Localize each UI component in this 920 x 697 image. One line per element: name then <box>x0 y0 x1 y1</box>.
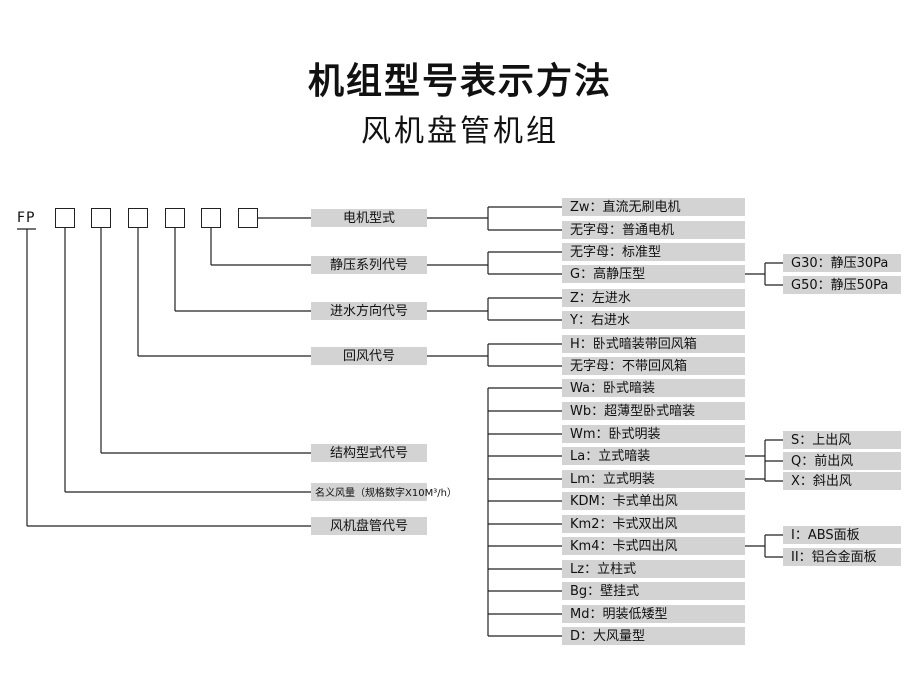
option-structure: Km2：卡式双出风 <box>562 515 745 533</box>
option-structure: Md：明装低矮型 <box>562 605 745 623</box>
option-panel: II：铝合金面板 <box>783 548 901 566</box>
option-panel: I：ABS面板 <box>783 526 901 544</box>
option-outlet: S：上出风 <box>783 431 901 449</box>
option-water: Z：左进水 <box>562 289 745 307</box>
category-pressure: 静压系列代号 <box>311 256 427 274</box>
option-structure: Lz：立柱式 <box>562 560 745 578</box>
option-return-air: H：卧式暗装带回风箱 <box>562 335 745 353</box>
option-pressure: G：高静压型 <box>562 265 745 283</box>
fp-prefix: FP <box>17 210 36 226</box>
category-structure: 结构型式代号 <box>311 444 427 462</box>
option-structure: Wa：卧式暗装 <box>562 379 745 397</box>
code-slot-4 <box>165 208 185 228</box>
option-structure: La：立式暗装 <box>562 447 745 465</box>
category-water: 进水方向代号 <box>311 302 427 320</box>
option-water: Y：右进水 <box>562 311 745 329</box>
option-outlet: X：斜出风 <box>783 472 901 490</box>
option-structure: D：大风量型 <box>562 627 745 645</box>
code-slot-1 <box>55 208 75 228</box>
code-slot-6 <box>238 208 258 228</box>
option-pressure: 无字母：标准型 <box>562 243 745 261</box>
option-high-static: G30：静压30Pa <box>783 254 901 272</box>
option-motor: 无字母：普通电机 <box>562 221 745 239</box>
category-code: 风机盘管代号 <box>311 517 427 535</box>
category-return-air: 回风代号 <box>311 347 427 365</box>
option-structure: KDM：卡式单出风 <box>562 492 745 510</box>
option-structure: Bg：壁挂式 <box>562 582 745 600</box>
option-structure: Wm：卧式明装 <box>562 425 745 443</box>
option-structure: Km4：卡式四出风 <box>562 537 745 555</box>
page-title: 机组型号表示方法 <box>307 61 612 102</box>
page-subtitle: 风机盘管机组 <box>361 114 559 149</box>
code-slot-3 <box>128 208 148 228</box>
option-structure: Lm：立式明装 <box>562 470 745 488</box>
option-structure: Wb：超薄型卧式暗装 <box>562 402 745 420</box>
category-airflow: 名义风量（规格数字X10M³/h） <box>311 483 457 501</box>
category-motor: 电机型式 <box>311 209 427 227</box>
code-slot-2 <box>91 208 111 228</box>
option-high-static: G50：静压50Pa <box>783 276 901 294</box>
option-motor: Zw：直流无刷电机 <box>562 198 745 216</box>
option-outlet: Q：前出风 <box>783 452 901 470</box>
code-slot-5 <box>201 208 221 228</box>
option-return-air: 无字母：不带回风箱 <box>562 357 745 375</box>
